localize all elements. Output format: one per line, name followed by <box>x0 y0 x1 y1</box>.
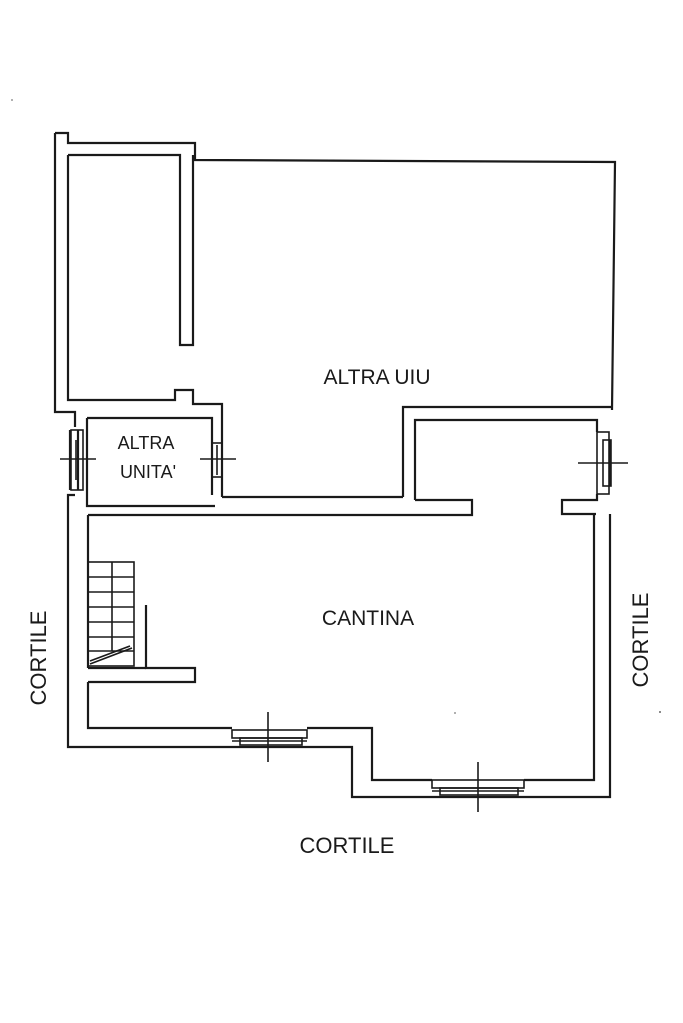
label-yard-bottom: CORTILE <box>300 833 395 858</box>
label-cellar: CANTINA <box>322 607 414 630</box>
scan-speck <box>11 99 13 101</box>
window-bottom-left <box>231 712 308 762</box>
label-yard-left: CORTILE <box>26 611 51 706</box>
cellar-outline <box>66 493 612 799</box>
label-yard-right: CORTILE <box>628 593 653 688</box>
right-upper-walls <box>401 405 612 516</box>
scan-speck <box>454 712 456 714</box>
staircase <box>87 561 135 667</box>
window-bottom-right <box>431 762 525 812</box>
label-other-unit-line1: ALTRA <box>118 433 175 453</box>
label-other-unit-line2: UNITA' <box>120 462 176 482</box>
window-right-other-unit <box>200 442 236 478</box>
label-other-uiu: ALTRA UIU <box>324 366 431 389</box>
window-left-other-unit <box>60 429 96 491</box>
scan-speck <box>659 711 661 713</box>
upper-outline <box>53 131 617 497</box>
window-right-cellar <box>578 431 628 495</box>
